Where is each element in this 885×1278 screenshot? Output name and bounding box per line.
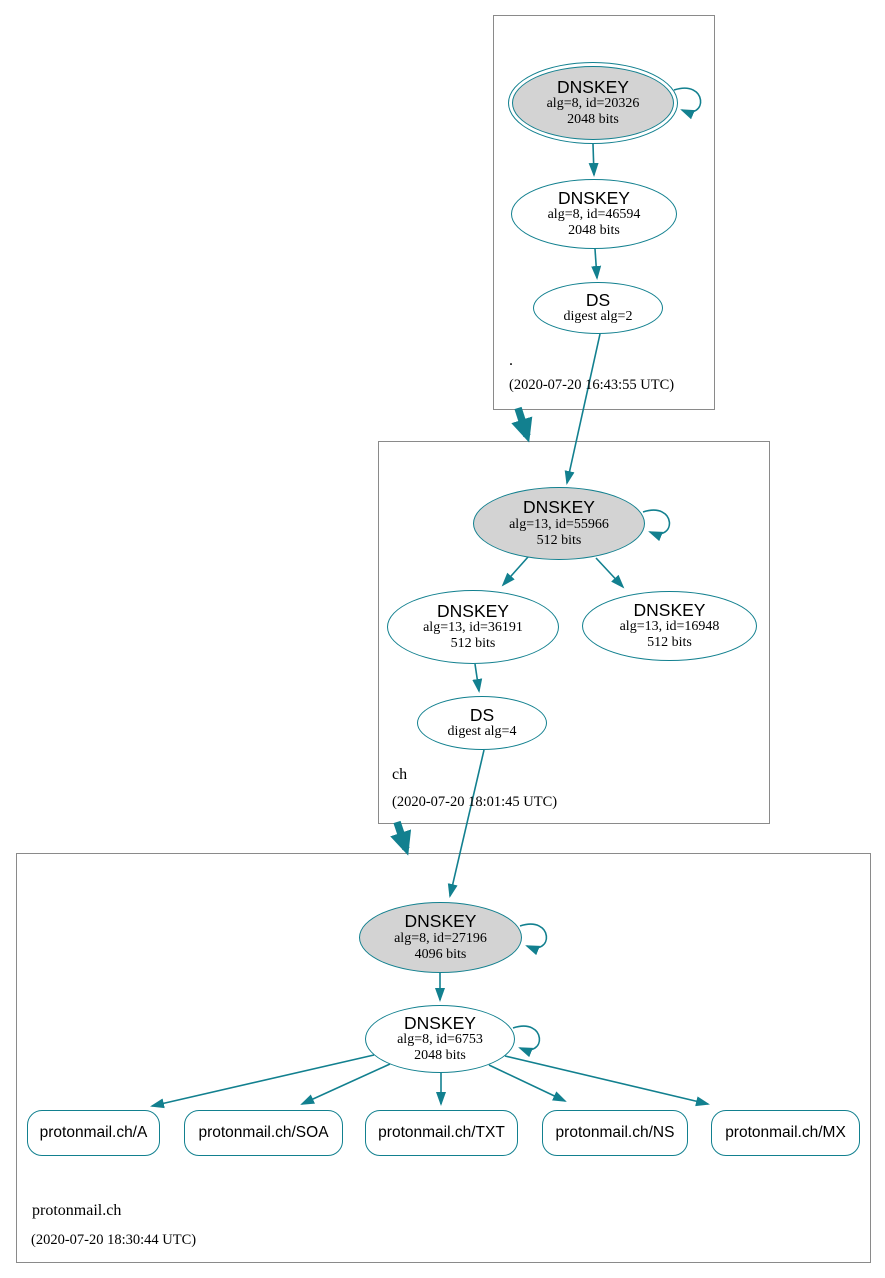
dnskey-node-protonmail-zsk-6753[interactable]: DNSKEY alg=8, id=6753 2048 bits xyxy=(365,1005,515,1073)
zone-box-protonmail-ch xyxy=(16,853,871,1263)
dnskey-node-protonmail-ksk-27196[interactable]: DNSKEY alg=8, id=27196 4096 bits xyxy=(359,902,522,973)
zone-label-protonmail-ch: protonmail.ch xyxy=(32,1202,122,1219)
zone-box-ch xyxy=(378,441,770,824)
dnskey-node-ch-zsk-16948[interactable]: DNSKEY alg=13, id=16948 512 bits xyxy=(582,591,757,661)
node-keysize: 512 bits xyxy=(450,636,496,652)
dnskey-node-ch-ksk-55966[interactable]: DNSKEY alg=13, id=55966 512 bits xyxy=(473,487,645,560)
dnskey-node-root-zsk-46594[interactable]: DNSKEY alg=8, id=46594 2048 bits xyxy=(511,179,677,249)
node-title: DNSKEY xyxy=(523,497,595,518)
node-detail: alg=13, id=55966 xyxy=(509,516,609,532)
node-title: DNSKEY xyxy=(404,911,477,932)
node-title: DS xyxy=(585,289,611,310)
node-title: DNSKEY xyxy=(437,600,509,621)
node-detail: digest alg=4 xyxy=(447,724,517,740)
node-keysize: 2048 bits xyxy=(414,1048,466,1064)
edge-root-ksk-to-zsk-arrow xyxy=(588,143,599,177)
zone-label-root: . xyxy=(509,352,513,369)
node-detail: alg=8, id=20326 xyxy=(546,96,640,112)
node-title: DNSKEY xyxy=(633,599,706,620)
edge-root-ds-to-ch-ksk-arrow xyxy=(564,333,601,485)
node-title: DNSKEY xyxy=(557,76,629,97)
edge-root-zsk-to-ds-arrow xyxy=(591,248,602,280)
zone-timestamp-root: (2020-07-20 16:43:55 UTC) xyxy=(509,377,675,393)
node-keysize: 2048 bits xyxy=(568,223,620,239)
zone-label-ch: ch xyxy=(392,766,408,783)
dnskey-node-ch-zsk-36191[interactable]: DNSKEY alg=13, id=36191 512 bits xyxy=(387,590,559,664)
edge-delegation-ch-to-protonmail-arrow xyxy=(390,820,412,856)
node-detail: alg=13, id=36191 xyxy=(423,620,523,636)
edge-protonmail-zsk-to-ns-arrow xyxy=(488,1064,567,1102)
rrset-node-protonmail-soa[interactable]: protonmail.ch/SOA xyxy=(184,1110,343,1156)
node-title: DNSKEY xyxy=(404,1012,476,1033)
edge-delegation-root-to-ch-arrow xyxy=(511,406,533,443)
node-detail: alg=8, id=27196 xyxy=(394,930,487,946)
node-title: DNSKEY xyxy=(558,187,630,208)
node-detail: alg=8, id=6753 xyxy=(397,1032,483,1048)
rrset-node-protonmail-a[interactable]: protonmail.ch/A xyxy=(27,1110,160,1156)
edge-ch-ksk-to-zsk2-arrow xyxy=(595,557,625,589)
node-title: DS xyxy=(469,704,495,725)
node-detail: digest alg=2 xyxy=(563,309,633,325)
edge-ch-ksk-to-zsk1-arrow xyxy=(501,556,529,587)
zone-box-root xyxy=(493,15,715,410)
edge-protonmail-zsk-selfsign-arrow xyxy=(512,1025,541,1058)
ds-node-ch[interactable]: DS digest alg=4 xyxy=(417,696,547,750)
node-keysize: 512 bits xyxy=(536,532,582,548)
node-detail: alg=13, id=16948 xyxy=(619,619,720,635)
edge-ch-ksk-selfsign-arrow xyxy=(642,509,671,542)
dnskey-node-root-ksk-20326[interactable]: DNSKEY alg=8, id=20326 2048 bits xyxy=(508,62,678,144)
edge-protonmail-zsk-to-soa-arrow xyxy=(300,1063,391,1105)
edge-protonmail-zsk-to-a-arrow xyxy=(150,1054,375,1109)
zone-timestamp-ch: (2020-07-20 18:01:45 UTC) xyxy=(392,794,558,810)
node-detail: alg=8, id=46594 xyxy=(547,207,641,223)
rrset-node-protonmail-txt[interactable]: protonmail.ch/TXT xyxy=(365,1110,518,1156)
edge-root-ksk-selfsign-arrow xyxy=(673,87,702,120)
edge-protonmail-zsk-to-mx-arrow xyxy=(504,1055,710,1107)
zone-timestamp-protonmail-ch: (2020-07-20 18:30:44 UTC) xyxy=(31,1232,197,1248)
node-keysize: 2048 bits xyxy=(567,112,619,128)
edge-protonmail-ksk-selfsign-arrow xyxy=(519,923,548,956)
rrset-node-protonmail-mx[interactable]: protonmail.ch/MX xyxy=(711,1110,860,1156)
edge-ch-ds-to-protonmail-ksk-arrow xyxy=(447,749,485,898)
node-keysize: 512 bits xyxy=(647,635,692,651)
ds-node-root[interactable]: DS digest alg=2 xyxy=(533,282,663,334)
rrset-node-protonmail-ns[interactable]: protonmail.ch/NS xyxy=(542,1110,688,1156)
dnskey-node-root-ksk-20326-body: DNSKEY alg=8, id=20326 2048 bits xyxy=(512,66,674,140)
node-keysize: 4096 bits xyxy=(414,946,467,962)
edge-ch-zsk1-to-ds-arrow xyxy=(472,663,483,693)
